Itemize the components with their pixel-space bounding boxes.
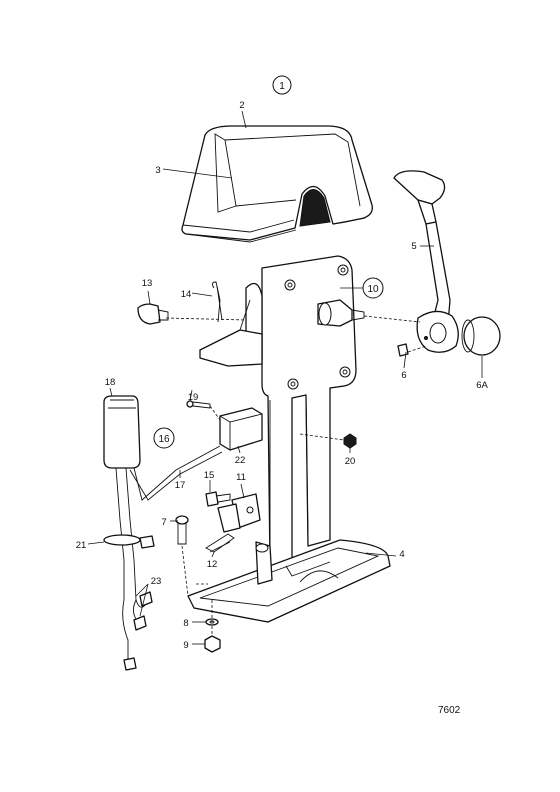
label-5: 5 (411, 241, 416, 252)
clip-12 (205, 533, 235, 553)
set-screw (397, 343, 409, 357)
label-6a: 6A (476, 380, 488, 391)
label-8: 8 (183, 618, 188, 629)
bracket-11 (217, 493, 261, 533)
callout-1: 1 (272, 75, 292, 95)
label-22: 22 (235, 455, 246, 466)
label-9: 9 (183, 640, 188, 651)
part-labels: 2 3 4 5 6 6A 7 8 9 11 12 13 14 15 17 18 … (76, 100, 489, 651)
label-14: 14 (181, 289, 192, 300)
label-19: 19 (188, 392, 199, 403)
callout-10: 10 (362, 277, 384, 299)
label-21: 21 (76, 540, 87, 551)
label-23: 23 (151, 576, 162, 587)
label-6: 6 (401, 370, 406, 381)
label-2: 2 (239, 100, 244, 111)
label-12: 12 (207, 559, 218, 570)
label-18: 18 (105, 377, 116, 388)
cotter-pin-14 (211, 281, 223, 323)
label-11: 11 (236, 472, 246, 483)
knob-6a (461, 316, 501, 356)
control-lever (393, 170, 459, 353)
drawing-number: 7602 (438, 705, 461, 716)
nut-20 (343, 433, 357, 449)
label-15: 15 (204, 470, 215, 481)
callout-1-text: 1 (279, 81, 285, 92)
callout-10-text: 10 (367, 284, 379, 295)
label-4: 4 (399, 549, 404, 560)
callout-16: 16 (153, 427, 175, 449)
base-plate (187, 539, 391, 623)
cover-housing (181, 125, 373, 243)
assembly-lines (165, 315, 427, 636)
label-20: 20 (345, 456, 356, 467)
label-7: 7 (161, 517, 166, 528)
nut-9 (204, 635, 221, 653)
label-3: 3 (155, 165, 160, 176)
pin-13 (137, 303, 169, 325)
sensor-18 (103, 395, 141, 469)
bolt-7 (175, 515, 189, 545)
callout-16-text: 16 (158, 434, 170, 445)
control-housing (199, 255, 365, 567)
leader-lines (87, 110, 483, 645)
screw-15 (205, 491, 231, 507)
label-13: 13 (142, 278, 153, 289)
label-17: 17 (175, 480, 186, 491)
cable-harness (103, 445, 223, 671)
switch-22 (219, 407, 263, 451)
